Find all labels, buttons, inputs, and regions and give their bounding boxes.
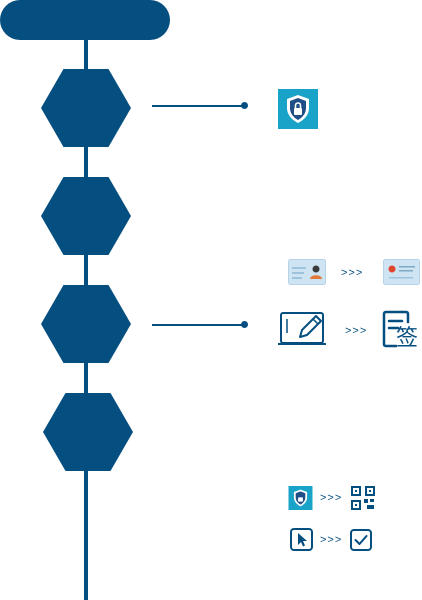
tablet-pen-icon [278,311,326,352]
id-card-back-icon [383,259,420,290]
step-3-hexagon [41,285,131,363]
sign-glyph: 签 [396,326,418,348]
step-1-hexagon [41,69,131,147]
shield-lock-small-icon [288,486,313,515]
checkbox-icon [350,529,372,556]
id-card-front-icon [288,259,326,290]
qr-code-icon [351,486,375,515]
step-1-connector [152,105,244,107]
step-3-separator-1: >>> [341,267,364,279]
shield-lock-icon [278,89,318,134]
step-4-separator-2: >>> [320,534,343,546]
step-2-hexagon [41,177,131,255]
step-3-connector-dot [241,321,248,328]
step-1-connector-dot [241,102,248,109]
sign-document-icon: 签 [382,310,422,353]
step-3-connector [152,324,244,326]
step-4-separator-1: >>> [320,492,343,504]
step-4-hexagon [43,393,133,471]
timeline-header-pill [0,0,170,40]
step-3-separator-2: >>> [345,325,368,337]
cursor-click-icon [290,528,313,556]
